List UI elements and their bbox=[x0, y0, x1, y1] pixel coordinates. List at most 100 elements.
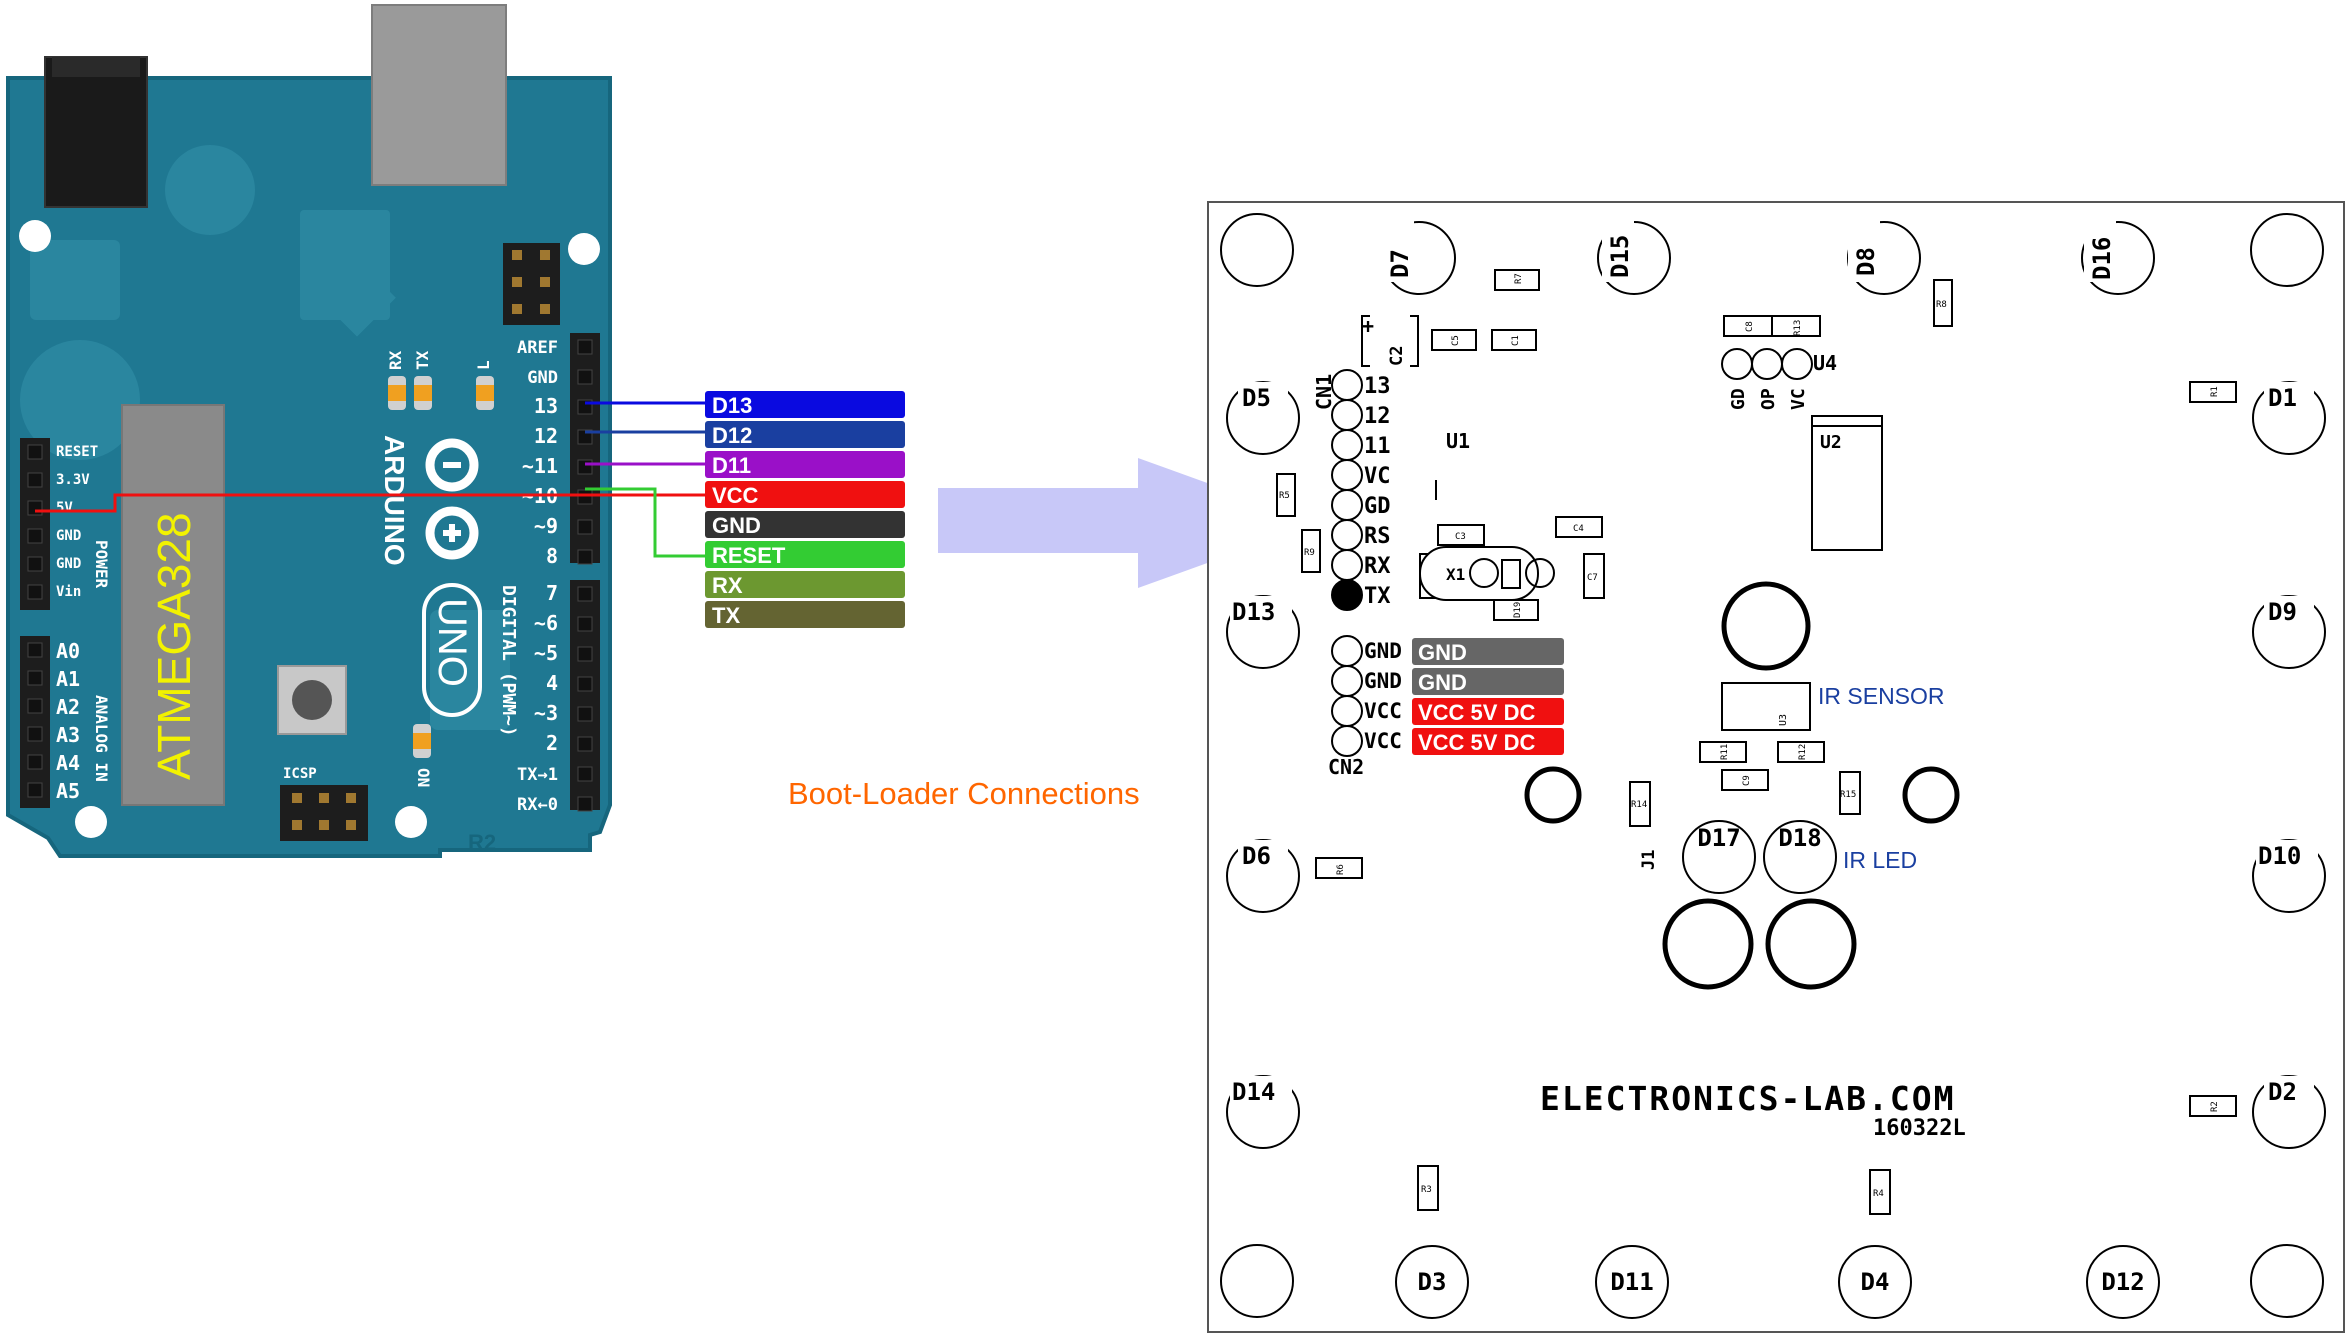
power-pin-label: GND bbox=[56, 556, 81, 572]
power-pin-label: 3.3V bbox=[56, 472, 90, 488]
led-label: D7 bbox=[1386, 249, 1414, 278]
cn1-header: CN1 13 12 11 VC GD RS RX TX bbox=[1312, 369, 1391, 611]
led-label-tx: TX bbox=[413, 350, 432, 370]
led-label-rx: RX bbox=[386, 350, 405, 370]
pcb-board: D5 D1 D13 D9 D6 D10 D14 D2 D7 D15 D8 D16… bbox=[1207, 201, 2345, 1333]
capacitor-c2: + C2 bbox=[1361, 314, 1419, 367]
svg-text:R4: R4 bbox=[1873, 1189, 1884, 1199]
usb-connector bbox=[371, 4, 507, 186]
digital-pin-label: 2 bbox=[546, 731, 558, 755]
mounting-hole bbox=[395, 806, 427, 838]
led-d11: D11 bbox=[1595, 1245, 1669, 1319]
cn2-label: CN2 bbox=[1328, 755, 1364, 779]
led-d12: D12 bbox=[2086, 1245, 2160, 1319]
svg-text:D19: D19 bbox=[1513, 602, 1523, 618]
component-c5: C5 bbox=[1431, 329, 1477, 351]
power-label: POWER bbox=[92, 540, 111, 589]
cn1-pin-label: RS bbox=[1364, 524, 1391, 549]
power-header: RESET 3.3V 5V GND GND Vin POWER bbox=[20, 438, 111, 610]
pcb-mounting-hole bbox=[1220, 1244, 1294, 1318]
analog-header: A0 A1 A2 A3 A4 A5 ANALOG IN bbox=[20, 636, 111, 808]
digital-label: DIGITAL (PWM~) bbox=[498, 585, 519, 737]
icsp-label: ICSP bbox=[283, 766, 317, 782]
component-r15: R15 bbox=[1839, 771, 1861, 815]
cn2-tag bbox=[1412, 728, 1564, 755]
pcb-hole bbox=[1524, 766, 1582, 824]
power-pin-label: 5V bbox=[56, 500, 73, 516]
led-label: D5 bbox=[1242, 384, 1271, 412]
u4-header: U4 GD OP VC bbox=[1721, 348, 1837, 410]
digital-pin-label: ~9 bbox=[534, 514, 558, 538]
component-r11: R11 bbox=[1699, 741, 1747, 763]
analog-pin-label: A5 bbox=[56, 779, 80, 803]
led-d14: D14 bbox=[1226, 1075, 1300, 1149]
wire-tag-text: VCC bbox=[712, 483, 759, 508]
wire-vcc bbox=[35, 493, 705, 513]
component-r9: R9 bbox=[1301, 529, 1321, 573]
component-r1: R1 bbox=[2189, 381, 2237, 403]
svg-text:C3: C3 bbox=[1455, 532, 1466, 542]
atmega-chip bbox=[121, 404, 225, 806]
svg-text:R7: R7 bbox=[1514, 273, 1524, 284]
pcb-hole bbox=[1902, 766, 1960, 824]
led-d13: D13 bbox=[1226, 595, 1300, 669]
led-d4: D4 bbox=[1838, 1245, 1912, 1319]
wire-tag-reset bbox=[705, 541, 905, 568]
analog-label: ANALOG IN bbox=[92, 695, 111, 782]
svg-text:R5: R5 bbox=[1279, 491, 1290, 501]
analog-pin-label: A2 bbox=[56, 695, 80, 719]
cn1-pin-label: VC bbox=[1364, 464, 1391, 489]
led-label-l: L bbox=[474, 360, 493, 370]
wire-tag-gnd bbox=[705, 511, 905, 538]
cn2-pin-label: GND bbox=[1364, 639, 1402, 663]
cn2-pin-label: GND bbox=[1364, 669, 1402, 693]
component-d19: D19 bbox=[1493, 599, 1539, 621]
svg-text:R12: R12 bbox=[1798, 744, 1808, 760]
status-leds: RX TX L bbox=[386, 350, 494, 410]
component-r7: R7 bbox=[1494, 269, 1540, 291]
component-r5: R5 bbox=[1276, 473, 1296, 517]
cn2-tag-text: VCC 5V DC bbox=[1418, 730, 1535, 755]
led-d1: D1 bbox=[2252, 381, 2326, 455]
power-pin-label: Vin bbox=[56, 584, 81, 600]
led-label: D13 bbox=[1232, 598, 1275, 626]
led-label: D1 bbox=[2268, 384, 2297, 412]
digital-pin-label: ~5 bbox=[534, 641, 558, 665]
u1-label: U1 bbox=[1446, 429, 1470, 453]
cn2-tag-text: GND bbox=[1418, 670, 1467, 695]
wire-tag-text: D11 bbox=[712, 453, 751, 478]
led-d7: D7 bbox=[1382, 220, 1456, 295]
revision-label: R2 bbox=[468, 830, 496, 855]
digital-pin-label: ~6 bbox=[534, 611, 558, 635]
digital-pin-label: 7 bbox=[546, 581, 558, 605]
svg-text:+: + bbox=[1362, 314, 1374, 338]
wire-reset bbox=[585, 487, 705, 558]
led-label: D15 bbox=[1606, 235, 1634, 278]
component-c9: C9 bbox=[1721, 769, 1769, 791]
x1-label: X1 bbox=[1446, 565, 1465, 584]
analog-pin-label: A4 bbox=[56, 751, 80, 775]
led-d16: D16 bbox=[2081, 220, 2155, 295]
svg-text:C8: C8 bbox=[1745, 321, 1755, 332]
svg-text:R6: R6 bbox=[1336, 864, 1346, 875]
on-led-label: ON bbox=[414, 768, 433, 787]
analog-pin-label: A3 bbox=[56, 723, 80, 747]
cn2-tag bbox=[1412, 668, 1564, 695]
arduino-logo: ARDUINO UNO bbox=[379, 435, 482, 717]
icsp-header bbox=[280, 785, 368, 841]
mounting-hole bbox=[19, 220, 51, 252]
cn1-pin-label: GD bbox=[1364, 494, 1391, 519]
svg-text:C4: C4 bbox=[1573, 524, 1584, 534]
component-r3: R3 bbox=[1417, 1165, 1439, 1211]
analog-pin-label: A1 bbox=[56, 667, 80, 691]
led-d15: D15 bbox=[1597, 220, 1671, 295]
u4-pin-label: OP bbox=[1758, 388, 1779, 410]
u2-chip: U2 bbox=[1811, 415, 1883, 551]
pcb-mounting-hole bbox=[2250, 213, 2324, 287]
led-label: D12 bbox=[2101, 1268, 2144, 1296]
led-label: D18 bbox=[1778, 824, 1821, 852]
ir-led-d18: D18 bbox=[1763, 820, 1857, 990]
svg-text:R2: R2 bbox=[2210, 1101, 2220, 1112]
power-jack bbox=[44, 56, 148, 208]
